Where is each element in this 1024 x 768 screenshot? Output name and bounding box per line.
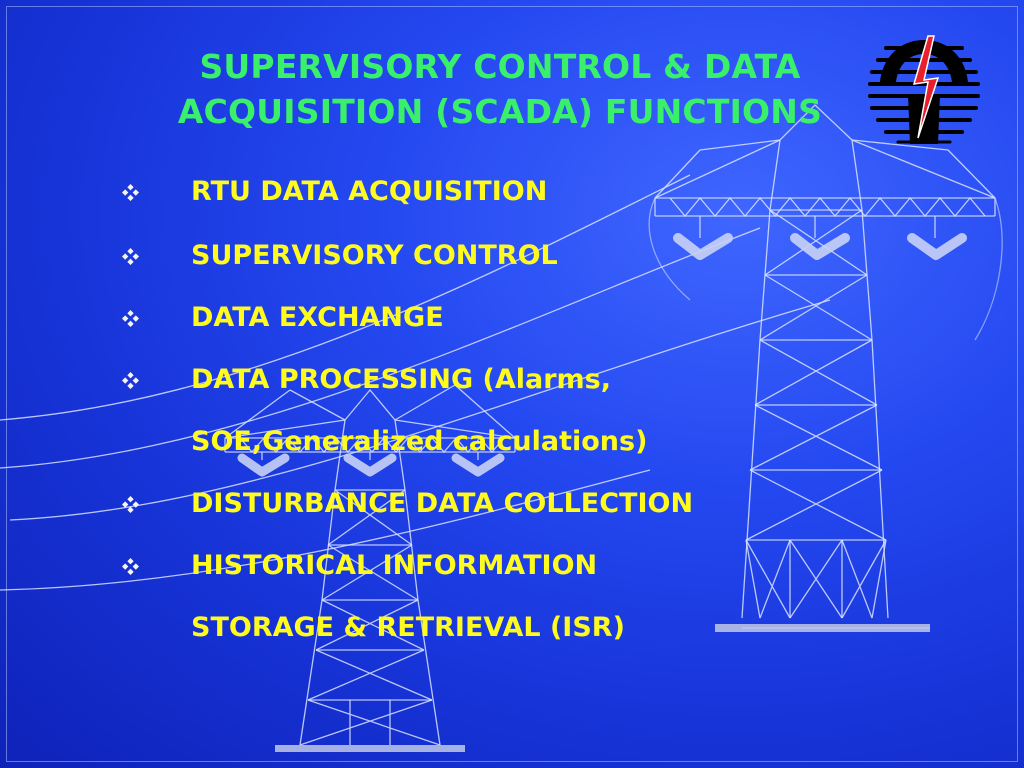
list-item-text: SOE,Generalized calculations) — [191, 426, 648, 457]
list-item-text: SUPERVISORY CONTROL — [191, 240, 558, 271]
list-item-text: DATA EXCHANGE — [191, 302, 444, 333]
list-item-continuation: SOE,Generalized calculations) — [0, 422, 760, 462]
slide-title: SUPERVISORY CONTROL & DATA ACQUISITION (… — [110, 44, 890, 134]
four-diamond-bullet-icon — [122, 310, 139, 327]
list-item: DATA EXCHANGE — [0, 298, 760, 338]
four-diamond-bullet-icon — [122, 496, 139, 513]
list-item-continuation: STORAGE & RETRIEVAL (ISR) — [0, 608, 760, 648]
slide-border — [6, 6, 1018, 762]
list-item: SUPERVISORY CONTROL — [0, 236, 760, 276]
list-item: DATA PROCESSING (Alarms, — [0, 360, 760, 400]
four-diamond-bullet-icon — [122, 248, 139, 265]
four-diamond-bullet-icon — [122, 372, 139, 389]
four-diamond-bullet-icon — [122, 184, 139, 201]
list-item-text: DISTURBANCE DATA COLLECTION — [191, 488, 694, 519]
list-item: DISTURBANCE DATA COLLECTION — [0, 484, 760, 524]
list-item-text: RTU DATA ACQUISITION — [191, 176, 548, 207]
four-diamond-bullet-icon — [122, 558, 139, 575]
slide-title-line-2: ACQUISITION (SCADA) FUNCTIONS — [177, 92, 823, 131]
list-item-text: DATA PROCESSING (Alarms, — [191, 364, 611, 395]
list-item: RTU DATA ACQUISITION — [0, 172, 760, 212]
list-item-text: STORAGE & RETRIEVAL (ISR) — [191, 612, 625, 643]
lightning-bolt-globe-logo-icon — [868, 35, 980, 144]
list-item-text: HISTORICAL INFORMATION — [191, 550, 598, 581]
list-item: HISTORICAL INFORMATION — [0, 546, 760, 586]
slide-title-line-1: SUPERVISORY CONTROL & DATA — [199, 47, 801, 86]
